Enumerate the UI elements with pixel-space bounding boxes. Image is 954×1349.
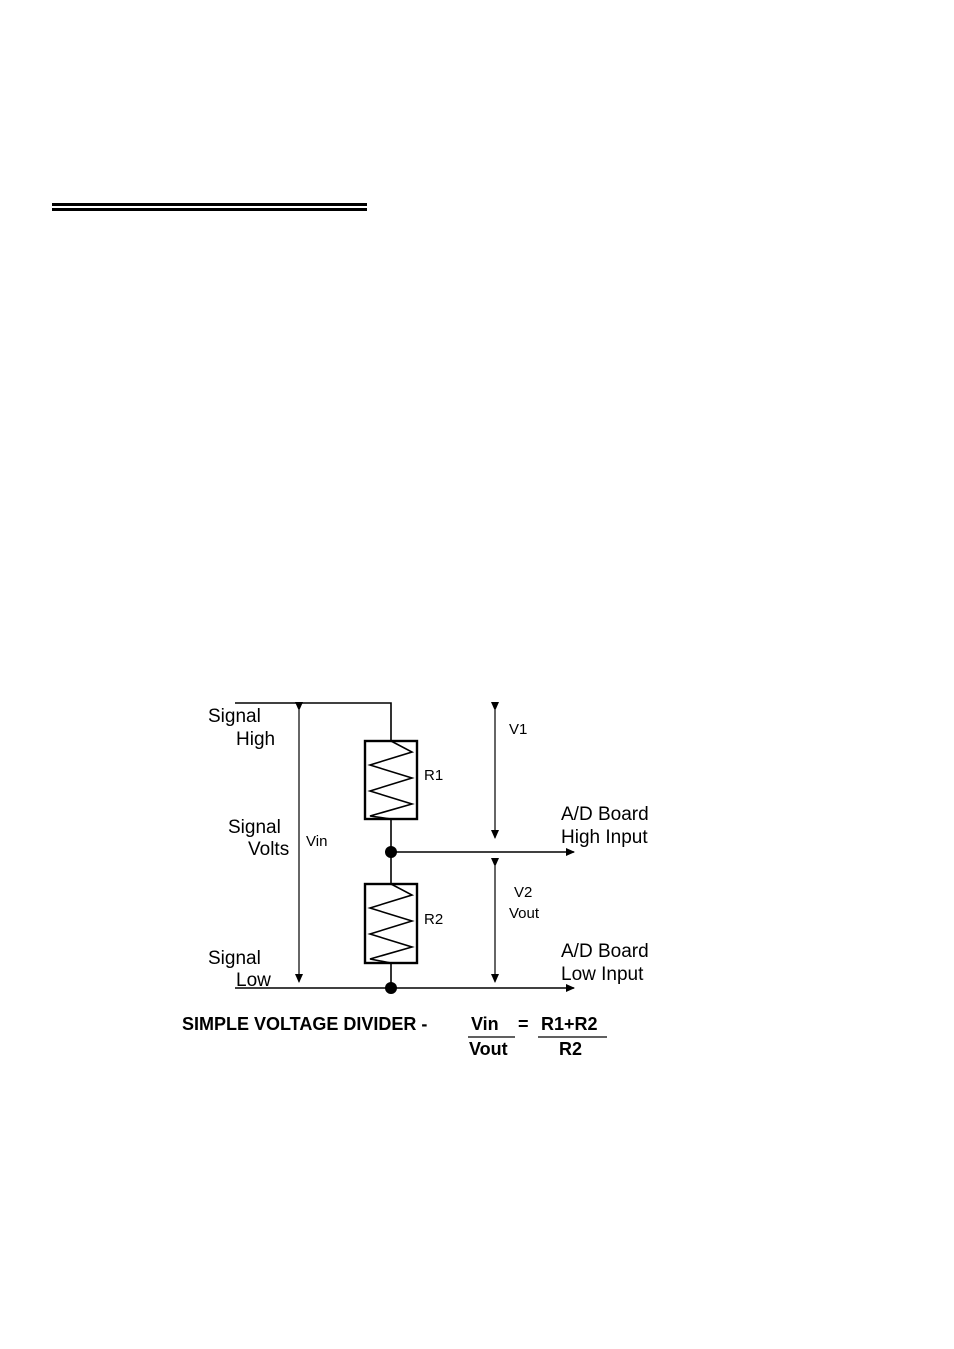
- header-rule-top: [52, 203, 367, 206]
- signal-low-label-line2: Low: [236, 970, 271, 991]
- formula-caption: SIMPLE VOLTAGE DIVIDER - Vin Vout = R1+R…: [182, 1014, 607, 1059]
- signal-volts-label-line1: Signal: [228, 817, 281, 838]
- vin-label: Vin: [306, 833, 327, 850]
- signal-high-wire: [235, 702, 392, 741]
- formula-vout: Vout: [469, 1039, 508, 1059]
- dimension-arrows: [295, 702, 499, 983]
- formula-r2: R2: [559, 1039, 582, 1059]
- r2-label: R2: [424, 911, 443, 928]
- ad-high-label-line2: High Input: [561, 827, 648, 848]
- vout-label: Vout: [509, 905, 540, 922]
- signal-low-label-line1: Signal: [208, 948, 261, 969]
- ad-low-label-line2: Low Input: [561, 964, 644, 985]
- signal-high-label-line2: High: [236, 729, 275, 750]
- signal-high-label-line1: Signal: [208, 706, 261, 727]
- junction-dot-bottom: [385, 982, 397, 994]
- r1-label: R1: [424, 767, 443, 784]
- signal-volts-label-line2: Volts: [248, 839, 289, 860]
- ad-high-label-line1: A/D Board: [561, 804, 649, 825]
- v2-label: V2: [514, 884, 532, 901]
- resistor-r1: [363, 739, 419, 821]
- formula-vin: Vin: [471, 1014, 499, 1034]
- header-rule-bottom: [52, 208, 367, 211]
- ad-low-label-line1: A/D Board: [561, 941, 649, 962]
- resistor-r2: [363, 882, 419, 965]
- v1-label: V1: [509, 721, 527, 738]
- junction-dot-top: [385, 846, 397, 858]
- formula-equals: =: [518, 1014, 529, 1034]
- caption-title: SIMPLE VOLTAGE DIVIDER -: [182, 1014, 427, 1034]
- formula-r1-plus-r2: R1+R2: [541, 1014, 598, 1034]
